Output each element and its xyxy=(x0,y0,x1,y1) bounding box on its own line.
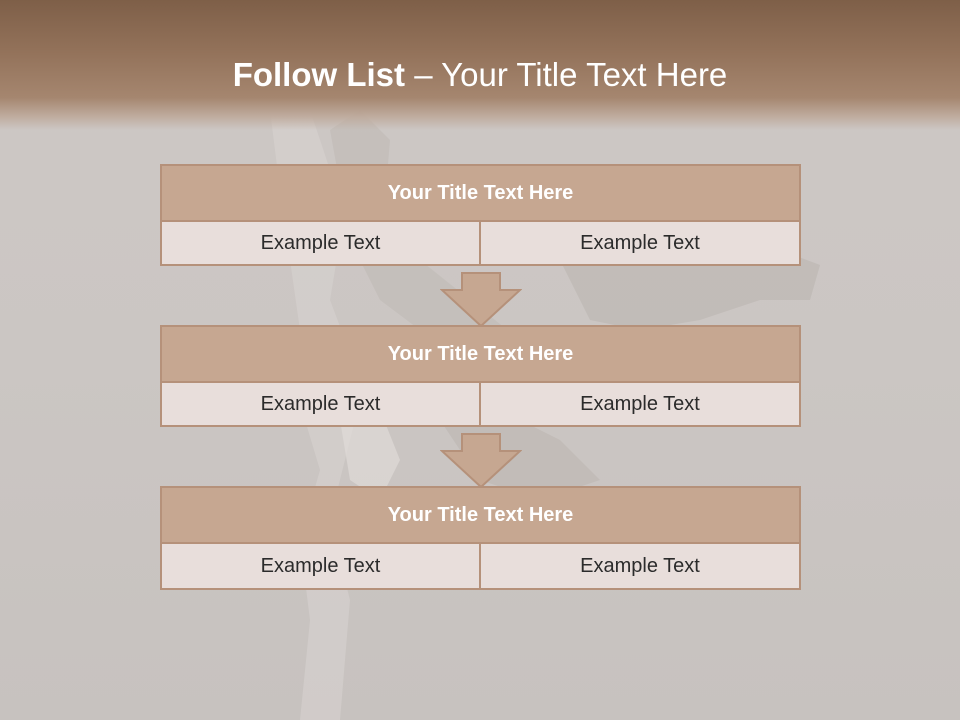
block-cell-left: Example Text xyxy=(160,220,481,266)
block-title: Your Title Text Here xyxy=(160,164,801,222)
down-arrow-icon xyxy=(440,272,522,328)
block-title: Your Title Text Here xyxy=(160,325,801,383)
slide-title-rest: – Your Title Text Here xyxy=(405,56,728,93)
down-arrow-icon xyxy=(440,433,522,489)
slide-title-strong: Follow List xyxy=(232,56,406,93)
block-cell-right: Example Text xyxy=(479,542,801,590)
slide-title: Follow List – Your Title Text Here xyxy=(0,50,960,100)
block-cell-right: Example Text xyxy=(479,220,801,266)
block-cell-left: Example Text xyxy=(160,542,481,590)
block-cell-right: Example Text xyxy=(479,381,801,427)
block-cell-left: Example Text xyxy=(160,381,481,427)
title-band xyxy=(0,0,960,130)
block-title: Your Title Text Here xyxy=(160,486,801,544)
